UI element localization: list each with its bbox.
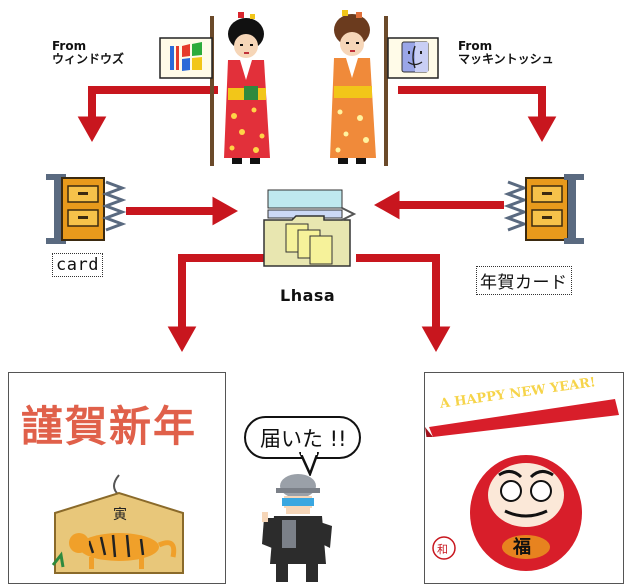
messenger-man-illustration — [262, 474, 332, 582]
daruma-kanji: 福 — [512, 536, 531, 558]
tiger-plaque-illustration: 寅 — [51, 474, 184, 574]
new-year-card-tiger: 謹賀新年 寅 — [8, 372, 226, 584]
arrow-windows-to-card — [77, 86, 218, 142]
hanko-stamp: 和 — [432, 536, 456, 560]
file-caption-nengacard: 年賀カード — [476, 266, 572, 295]
windows-logo-icon — [170, 42, 202, 71]
mac-finder-icon — [401, 41, 429, 73]
archiver-label: Lhasa — [280, 286, 336, 305]
lhasa-folder-icon[interactable] — [262, 184, 358, 276]
arrow-mac-to-nengacard — [398, 86, 557, 142]
card-greeting-text: 謹賀新年 — [21, 402, 198, 451]
speech-bubble-tail — [298, 452, 320, 476]
hanko-kanji: 和 — [437, 543, 448, 556]
daruma-illustration: 福 — [470, 455, 582, 571]
mac-girl-illustration — [330, 10, 439, 166]
tiger-plaque-kanji: 寅 — [113, 506, 127, 523]
speech-bubble: 届いた !! — [244, 416, 361, 459]
arrow-lhasa-to-right-card — [356, 254, 451, 352]
banner-ribbon — [425, 399, 619, 437]
compressed-file-icon[interactable] — [504, 172, 590, 250]
arrow-lhasa-to-left-card — [167, 254, 266, 352]
file-caption-card: card — [52, 253, 103, 277]
from-mac-label: From マッキントッシュ — [458, 39, 554, 66]
new-year-card-daruma: A HAPPY NEW YEAR! 福 和 — [424, 372, 624, 584]
from-windows-label: From ウィンドウズ — [52, 39, 125, 66]
compressed-file-icon[interactable] — [40, 172, 126, 250]
windows-girl-illustration — [159, 12, 270, 166]
